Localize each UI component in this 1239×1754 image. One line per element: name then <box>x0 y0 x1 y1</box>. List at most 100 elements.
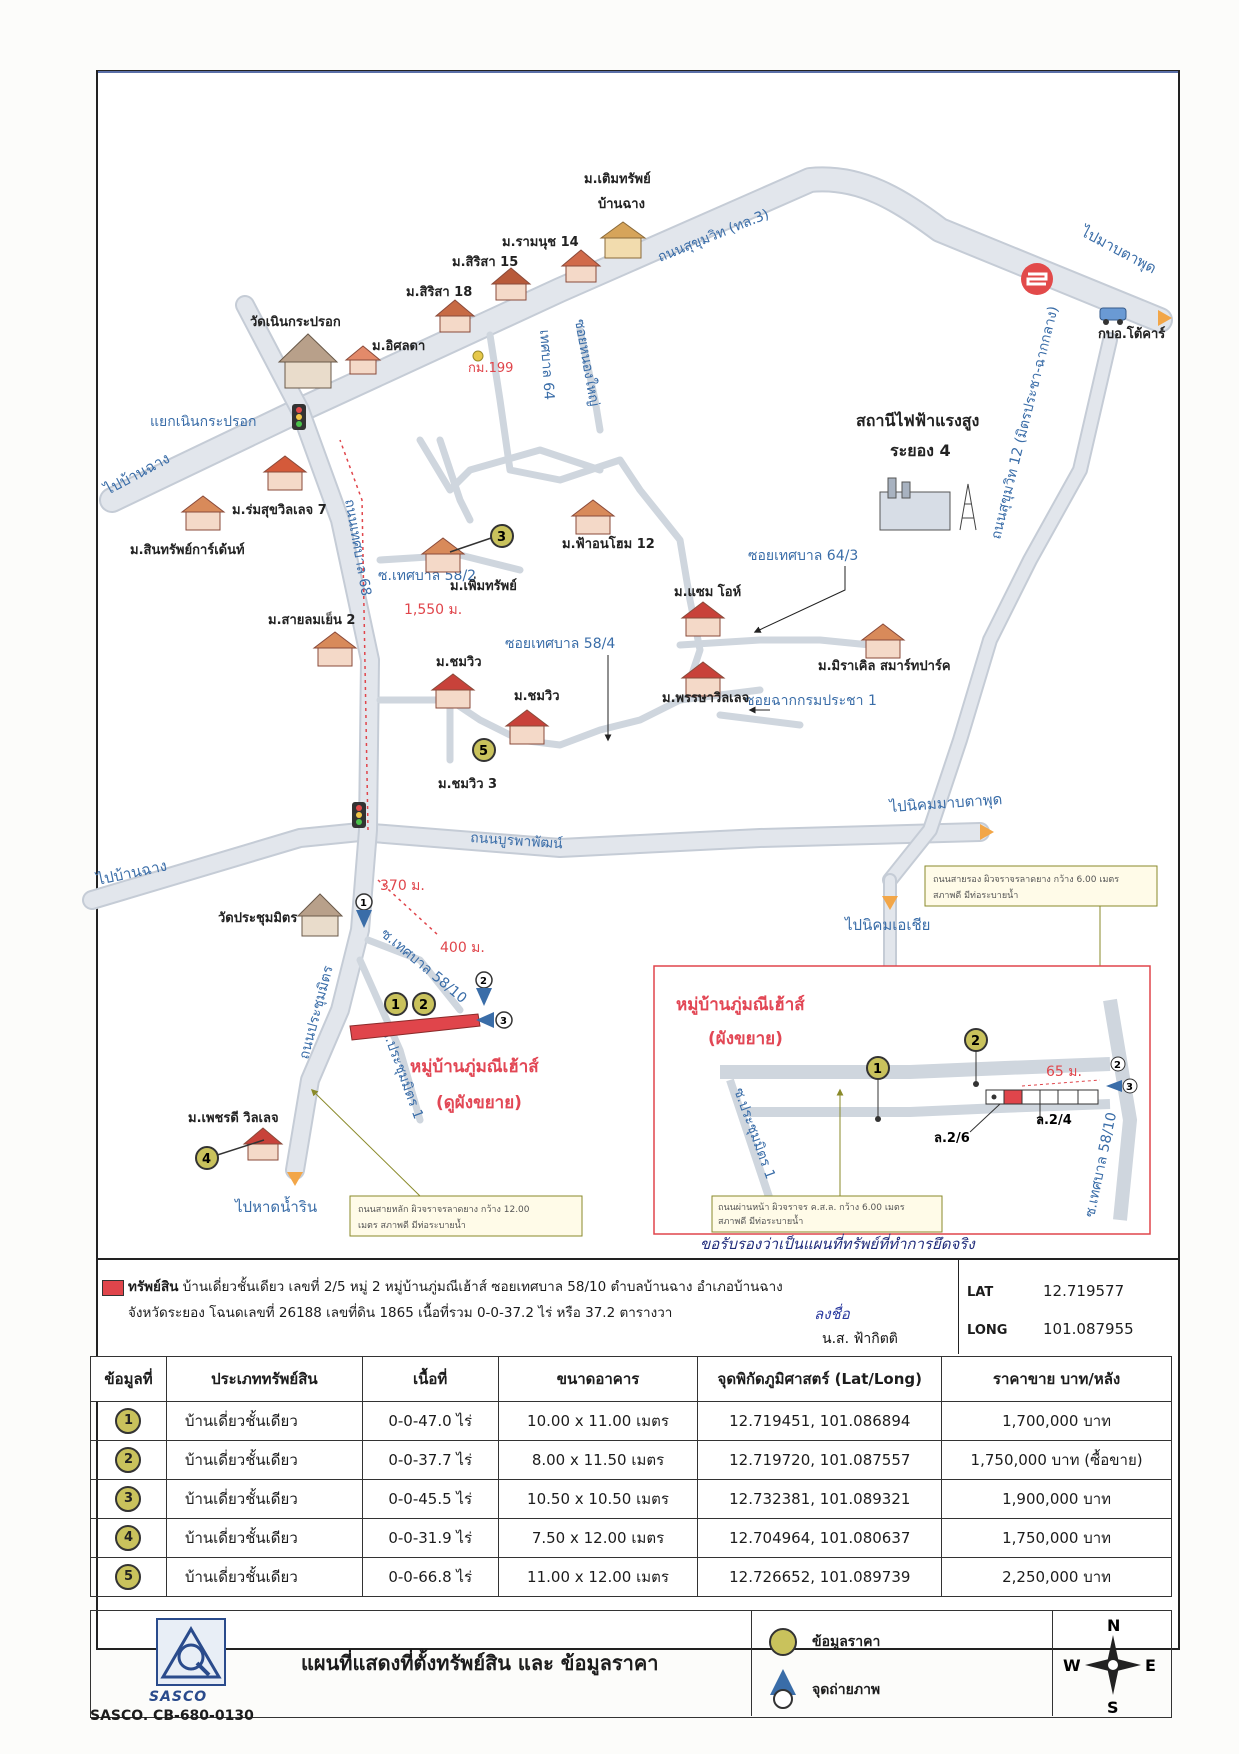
label-sukhumvit12: ถนนสุขุมวิท 12 (มิตรประชา-ฉากกลาง) <box>988 305 1061 541</box>
svg-text:ถนนสายหลัก ผิวจราจรลาดยาง กว้า: ถนนสายหลัก ผิวจราจรลาดยาง กว้าง 12.00 <box>358 1204 530 1215</box>
svg-text:1: 1 <box>391 998 400 1013</box>
label-power-1: สถานีไฟฟ้าแรงสูง <box>856 411 979 432</box>
cell-size: 8.00 x 11.50 เมตร <box>497 1440 699 1480</box>
label-m-phansa: ม.พรรษาวิลเลจ <box>662 691 749 706</box>
label-m-toemsap: ม.เติมทรัพย์ <box>584 171 651 187</box>
road-sukhumvit12 <box>884 334 1116 886</box>
label-m-sam-oh: ม.แซม โอห์ <box>674 583 741 600</box>
photo-point-2-icon: 2 <box>475 971 493 1006</box>
cell-area: 0-0-45.5 ไร่ <box>361 1479 499 1519</box>
svg-text:ถนนผ่านหน้า ผิวจราจร ค.ส.ล. กว: ถนนผ่านหน้า ผิวจราจร ค.ส.ล. กว้าง 6.00 เ… <box>718 1202 905 1213</box>
house-icon <box>504 709 550 745</box>
table-row: 3 บ้านเดี่ยวชั้นเดียว 0-0-45.5 ไร่ 10.50… <box>90 1479 1172 1519</box>
col-size: ขนาดอาคาร <box>497 1356 699 1402</box>
property-description: ทรัพย์สิน บ้านเดี่ยวชั้นเดียว เลขที่ 2/5… <box>128 1274 958 1326</box>
cell-coord: 12.719451, 101.086894 <box>697 1401 943 1441</box>
footer-title: แผนที่แสดงที่ตั้งทรัพย์สิน และ ข้อมูลราค… <box>301 1651 659 1675</box>
inset-lot-a: ล.2/6 <box>934 1131 970 1146</box>
cell-price: 1,750,000 บาท <box>941 1518 1172 1558</box>
distance-1550: 1,550 ม. <box>404 602 462 618</box>
map-legend: ข้อมูลราคา จุดถ่ายภาพ <box>751 1611 1053 1716</box>
long-label: LONG <box>967 1323 1008 1338</box>
house-icon <box>434 299 476 333</box>
label-thetsaban64: เทศบาล 64 <box>536 329 557 401</box>
table-header-row: ข้อมูลที่ ประเภททรัพย์สิน เนื้อที่ ขนาดอ… <box>90 1356 1172 1402</box>
dir-map-ta-phut: ไปมาบตาพุด <box>1077 222 1160 278</box>
signature-name: น.ส. ฟ้ากิตติ <box>822 1331 898 1347</box>
compass-s: S <box>1107 1698 1119 1715</box>
table-row: 1 บ้านเดี่ยวชั้นเดียว 0-0-47.0 ไร่ 10.00… <box>90 1401 1172 1441</box>
cell-area: 0-0-66.8 ไร่ <box>361 1557 499 1597</box>
price-table: ข้อมูลที่ ประเภททรัพย์สิน เนื้อที่ ขนาดอ… <box>90 1356 1172 1597</box>
car-dealer-icon <box>1099 307 1127 325</box>
label-thetsaban64-3: ซอยเทศบาล 64/3 <box>748 548 858 564</box>
price-markers: 1 2 3 4 5 <box>195 524 514 1170</box>
price-marker-3: 3 <box>449 524 514 553</box>
cell-size: 10.50 x 10.50 เมตร <box>497 1479 699 1519</box>
photo-points: 1 2 3 <box>355 893 513 1029</box>
legend-photo-icon <box>770 1669 796 1709</box>
row-marker: 1 <box>115 1408 142 1434</box>
label-m-chomwiw-a: ม.ชมวิว <box>436 655 482 670</box>
route-dashed <box>339 439 439 936</box>
cell-type: บ้านเดี่ยวชั้นเดียว <box>165 1479 363 1519</box>
label-wat-noen: วัดเนินกระปรอก <box>250 315 341 330</box>
svg-text:1: 1 <box>360 898 367 909</box>
svg-text:3: 3 <box>497 530 506 545</box>
col-coord: จุดพิกัดภูมิศาสตร์ (Lat/Long) <box>697 1356 943 1402</box>
svg-text:2: 2 <box>971 1034 980 1049</box>
table-row: 2 บ้านเดี่ยวชั้นเดียว 0-0-37.7 ไร่ 8.00 … <box>90 1440 1172 1480</box>
arrow-east-icon-2 <box>980 824 994 840</box>
svg-text:3: 3 <box>500 1016 507 1027</box>
house-icon <box>262 455 308 491</box>
inset-plan: หมู่บ้านภู่มณีเฮ้าส์ (ผังขยาย) 65 ม. 1 2… <box>653 965 1151 1235</box>
label-m-romsuk7: ม.ร่มสุขวิลเลจ 7 <box>232 503 327 518</box>
road-burapha <box>84 824 988 908</box>
cell-size: 11.00 x 12.00 เมตร <box>497 1557 699 1597</box>
svg-text:เมตร สภาพดี มีท่อระบายน้ำ: เมตร สภาพดี มีท่อระบายน้ำ <box>358 1218 466 1231</box>
label-m-itsada: ม.อิศลดา <box>372 339 425 354</box>
house-icon <box>420 537 466 573</box>
temple-icon <box>296 893 344 937</box>
legend-price-icon <box>769 1628 797 1656</box>
svg-text:1: 1 <box>873 1062 882 1077</box>
sasco-logo-icon <box>156 1618 226 1686</box>
col-no: ข้อมูลที่ <box>90 1356 167 1402</box>
house-icon <box>430 673 476 709</box>
col-area: เนื้อที่ <box>361 1356 499 1402</box>
cell-area: 0-0-31.9 ไร่ <box>361 1518 499 1558</box>
photo-point-1-icon: 1 <box>355 893 373 928</box>
row-marker: 4 <box>115 1525 142 1551</box>
label-m-ramanut14: ม.รามนุช 14 <box>502 235 579 250</box>
label-m-chomwiw-b: ม.ชมวิว <box>514 689 560 704</box>
label-chakkrom: ซอยฉากกรมประชา 1 <box>745 693 877 709</box>
cell-area: 0-0-47.0 ไร่ <box>361 1401 499 1441</box>
compass-e: E <box>1145 1656 1156 1675</box>
label-yaek-noen: แยกเนินกระปรอก <box>150 414 256 430</box>
cell-price: 1,750,000 บาท (ซื้อขาย) <box>941 1440 1172 1480</box>
label-kabo: กบอ.โต้คาร์ <box>1098 325 1165 342</box>
cell-type: บ้านเดี่ยวชั้นเดียว <box>165 1401 363 1441</box>
legend-price-label: ข้อมูลราคา <box>812 1634 881 1650</box>
label-m-sirisa18: ม.สิริสา 18 <box>406 285 472 300</box>
col-type: ประเภททรัพย์สิน <box>165 1356 363 1402</box>
cell-type: บ้านเดี่ยวชั้นเดียว <box>165 1557 363 1597</box>
inset-subtitle: (ผังขยาย) <box>708 1029 783 1049</box>
house-icon <box>560 249 602 283</box>
label-m-sinsap: ม.สินทรัพย์การ์เด้นท์ <box>130 542 245 558</box>
distance-370: 370 ม. <box>380 878 425 894</box>
svg-text:4: 4 <box>202 1152 211 1167</box>
col-price: ราคาขาย บาท/หลัง <box>941 1356 1172 1402</box>
label-power-2: ระยอง 4 <box>890 441 951 460</box>
logo-text: SASCO <box>149 1689 208 1705</box>
label-m-sailom2: ม.สายลมเย็น 2 <box>268 610 355 628</box>
compass-n: N <box>1107 1616 1120 1635</box>
cell-type: บ้านเดี่ยวชั้นเดียว <box>165 1518 363 1558</box>
svg-text:2: 2 <box>419 998 428 1013</box>
house-icon <box>599 221 647 259</box>
house-icon <box>344 345 382 375</box>
svg-text:ถนนสายรอง ผิวจราจรลาดยาง กว้าง: ถนนสายรอง ผิวจราจรลาดยาง กว้าง 6.00 เมตร <box>933 874 1119 885</box>
pointer-soi-64-3 <box>753 566 846 633</box>
road-sukhumvit <box>101 168 1171 511</box>
